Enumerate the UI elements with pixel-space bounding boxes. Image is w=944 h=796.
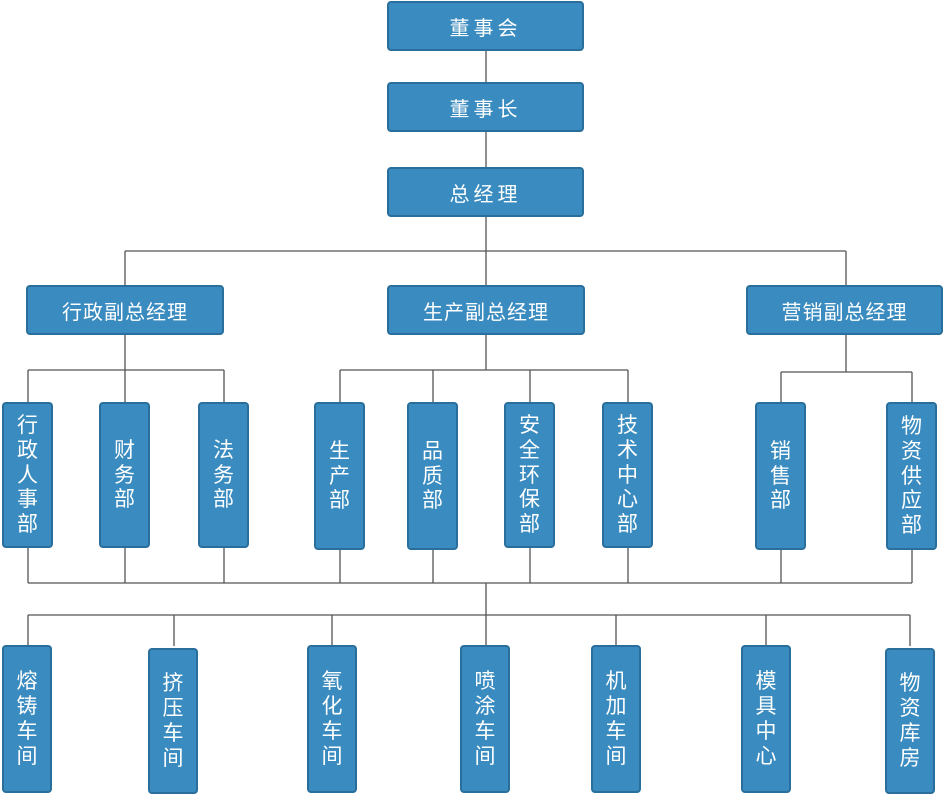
workshop-machining-label: 机加车间 [605, 669, 627, 768]
workshop-extrusion: 挤压车间 [148, 648, 198, 794]
board-label: 董事会 [449, 15, 522, 40]
dept-quality-label: 品质部 [422, 438, 443, 513]
deputy-sales-box: 营销副总经理 [746, 285, 943, 335]
dept-admin-hr: 行政人事部 [2, 402, 53, 548]
dept-technology-center-label: 技术中心部 [617, 413, 638, 537]
workshop-extrusion-label: 挤压车间 [162, 671, 184, 770]
workshop-oxidation: 氧化车间 [307, 645, 357, 793]
workshop-material-warehouse-label: 物资库房 [899, 671, 921, 770]
dept-legal-label: 法务部 [213, 437, 234, 512]
dept-technology-center: 技术中心部 [602, 402, 653, 548]
dept-quality: 品质部 [407, 402, 458, 550]
dept-finance-label: 财务部 [114, 437, 135, 512]
dept-safety-environment-label: 安全环保部 [519, 413, 540, 537]
deputy-admin-box: 行政副总经理 [26, 285, 224, 335]
deputy-admin-label: 行政副总经理 [62, 299, 188, 324]
workshop-casting-label: 熔铸车间 [16, 669, 38, 768]
board-box: 董事会 [387, 1, 584, 51]
deputy-production-label: 生产副总经理 [423, 299, 549, 324]
workshop-machining: 机加车间 [591, 645, 641, 793]
workshop-casting: 熔铸车间 [2, 645, 52, 793]
dept-material-supply: 物资供应部 [886, 402, 937, 550]
dept-finance: 财务部 [99, 402, 150, 548]
dept-admin-hr-label: 行政人事部 [17, 413, 38, 537]
dept-sales: 销售部 [755, 402, 806, 550]
workshop-material-warehouse: 物资库房 [885, 648, 935, 794]
workshop-spraying: 喷涂车间 [460, 645, 510, 793]
dept-legal: 法务部 [198, 402, 249, 548]
workshop-mold-center: 模具中心 [741, 645, 791, 793]
deputy-production-box: 生产副总经理 [387, 285, 585, 335]
dept-safety-environment: 安全环保部 [504, 402, 555, 548]
dept-production: 生产部 [314, 402, 365, 550]
workshop-mold-center-label: 模具中心 [755, 669, 777, 768]
workshop-oxidation-label: 氧化车间 [321, 669, 343, 768]
workshop-spraying-label: 喷涂车间 [474, 669, 496, 768]
chairman-label: 董事长 [449, 96, 522, 121]
chairman-box: 董事长 [387, 82, 584, 132]
general-manager-box: 总经理 [387, 167, 584, 217]
dept-production-label: 生产部 [329, 438, 350, 513]
dept-material-supply-label: 物资供应部 [901, 414, 922, 538]
general-manager-label: 总经理 [449, 181, 522, 206]
dept-sales-label: 销售部 [770, 438, 791, 513]
deputy-sales-label: 营销副总经理 [781, 299, 908, 324]
